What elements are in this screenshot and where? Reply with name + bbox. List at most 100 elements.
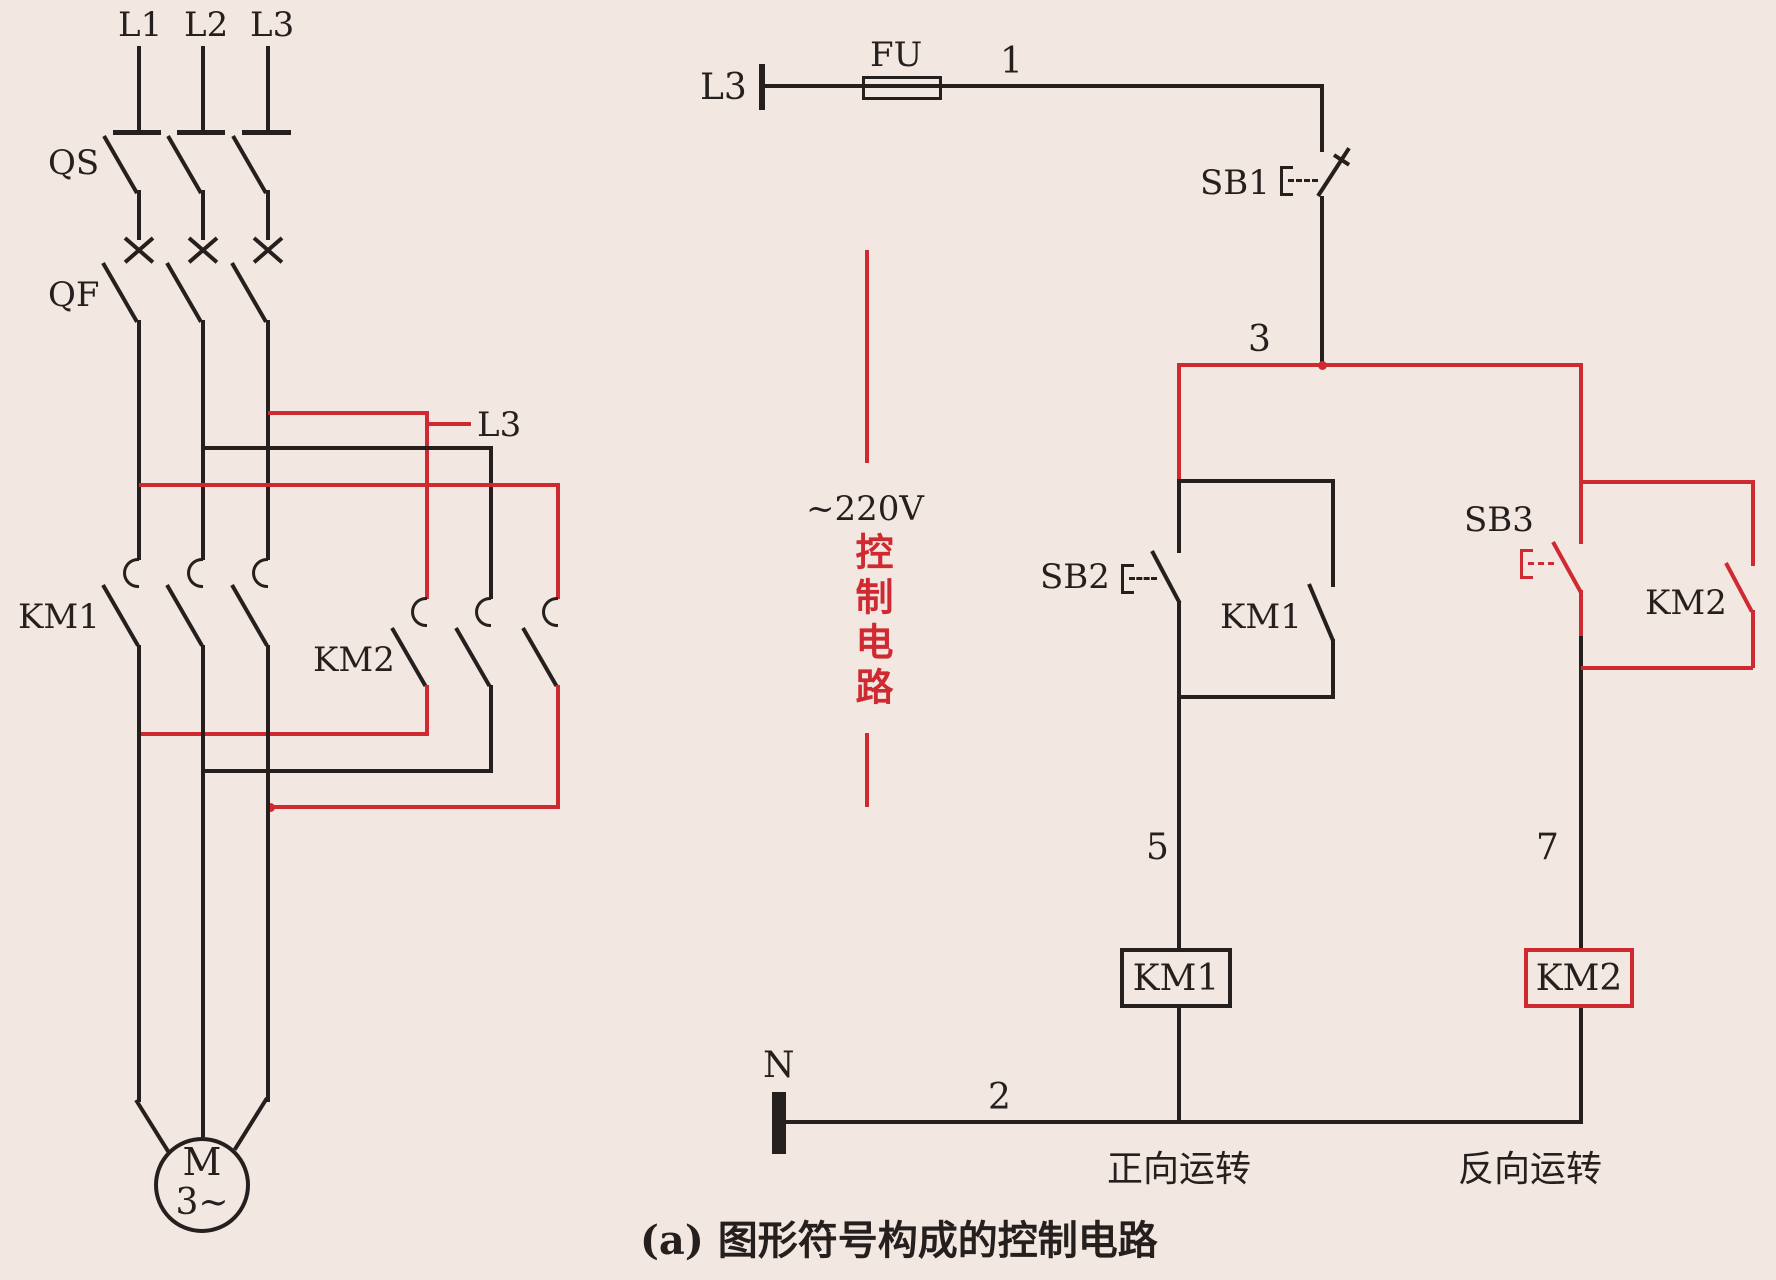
km2-main-label: KM2 bbox=[313, 640, 395, 680]
sb2-actuator-link bbox=[1129, 577, 1157, 580]
km1-holding-contact-label: KM1 bbox=[1220, 597, 1302, 637]
neutral-rail bbox=[786, 1120, 1583, 1124]
wire-segment bbox=[1331, 639, 1335, 699]
reverse-wire bbox=[139, 732, 427, 736]
fu-label: FU bbox=[870, 35, 923, 75]
sb3-label: SB3 bbox=[1464, 500, 1534, 540]
motor-phase-mark: 3~ bbox=[175, 1182, 229, 1223]
reverse-wire bbox=[268, 805, 558, 809]
km2-contact-blade bbox=[390, 627, 428, 688]
wire-segment bbox=[1579, 1008, 1583, 1122]
km1-coil-label: KM1 bbox=[1132, 957, 1220, 999]
km1-contact-arc bbox=[123, 558, 139, 588]
control-wire-red bbox=[1581, 666, 1753, 670]
reverse-wire bbox=[139, 483, 560, 487]
reverse-wire bbox=[425, 685, 429, 736]
km1-contact-arc bbox=[187, 558, 203, 588]
reverse-wire bbox=[268, 411, 429, 415]
wire-segment bbox=[489, 448, 493, 599]
sb2-label: SB2 bbox=[1040, 557, 1110, 597]
reverse-tap-l3-label: L3 bbox=[477, 405, 522, 445]
wire-segment bbox=[1320, 196, 1324, 367]
figure-caption: (a) 图形符号构成的控制电路 bbox=[640, 1217, 1158, 1264]
neutral-label: N bbox=[763, 1045, 795, 1086]
wire-segment bbox=[201, 190, 205, 240]
km2-coil-label: KM2 bbox=[1535, 957, 1623, 999]
wire-segment bbox=[137, 645, 141, 1102]
wire-segment bbox=[762, 84, 1322, 88]
wire-segment bbox=[137, 46, 141, 132]
sb3-actuator-icon bbox=[1520, 549, 1533, 579]
wire-segment bbox=[1177, 601, 1181, 699]
wire-segment bbox=[489, 685, 493, 773]
km2-contact-arc bbox=[411, 597, 427, 627]
wire-segment bbox=[266, 46, 270, 132]
sb1-actuator-icon bbox=[1280, 166, 1293, 196]
km1-coil: KM1 bbox=[1120, 948, 1232, 1008]
wire-segment bbox=[1331, 483, 1335, 587]
km2-holding-blade bbox=[1724, 562, 1754, 613]
section-bracket-line bbox=[865, 733, 869, 807]
phase-l1-label: L1 bbox=[118, 5, 163, 45]
qf-label: QF bbox=[48, 275, 100, 315]
km2-contact-blade bbox=[521, 627, 559, 688]
phase-l3-label: L3 bbox=[250, 5, 295, 45]
node-2-label: 2 bbox=[988, 1077, 1011, 1118]
reverse-wire bbox=[425, 411, 429, 599]
section-label: 控制电路 bbox=[849, 532, 894, 712]
control-wire-red bbox=[1751, 480, 1755, 566]
reverse-run-caption: 反向运转 bbox=[1458, 1149, 1603, 1190]
sb2-actuator-icon bbox=[1121, 564, 1134, 594]
control-wire-red bbox=[1579, 590, 1583, 636]
wire-segment bbox=[1177, 695, 1335, 699]
km2-contact-blade bbox=[454, 627, 492, 688]
qs-contact-bar bbox=[113, 130, 161, 135]
forward-run-caption: 正向运转 bbox=[1107, 1149, 1252, 1190]
qs-contact-bar bbox=[177, 130, 225, 135]
node-3-label: 3 bbox=[1248, 319, 1271, 360]
motor-letter: M bbox=[182, 1140, 222, 1184]
neutral-terminal-bar bbox=[772, 1092, 786, 1154]
control-supply-l3-label: L3 bbox=[700, 67, 747, 108]
km1-main-label: KM1 bbox=[18, 597, 100, 637]
km1-contact-blade bbox=[230, 584, 269, 647]
qf-blade bbox=[101, 262, 139, 323]
qs-contact-bar bbox=[242, 130, 291, 135]
km1-contact-blade bbox=[101, 584, 140, 647]
wire-segment bbox=[203, 446, 493, 450]
wire-segment bbox=[1177, 1008, 1181, 1122]
section-bracket-line bbox=[865, 250, 869, 463]
motor-circle bbox=[154, 1137, 250, 1233]
wire-segment bbox=[266, 320, 270, 560]
wire-segment bbox=[1320, 84, 1324, 152]
sb1-actuator-link bbox=[1288, 179, 1318, 182]
wire-segment bbox=[137, 190, 141, 240]
km2-holding-contact-label: KM2 bbox=[1645, 583, 1727, 623]
reverse-wire bbox=[556, 685, 560, 809]
wire-segment bbox=[266, 645, 270, 1102]
km1-contact-arc bbox=[252, 558, 268, 588]
control-wire-red bbox=[1579, 363, 1583, 484]
junction-dot bbox=[1318, 361, 1327, 370]
qf-blade bbox=[165, 262, 203, 323]
wire-segment bbox=[201, 46, 205, 132]
wire-segment bbox=[201, 645, 205, 1137]
wire-segment bbox=[203, 769, 491, 773]
qf-blade bbox=[230, 262, 268, 323]
qs-blade bbox=[231, 135, 268, 195]
control-wire-red bbox=[1751, 610, 1755, 668]
qs-label: QS bbox=[48, 143, 100, 183]
control-wire-red bbox=[1581, 480, 1753, 484]
voltage-label: ~220V bbox=[806, 489, 924, 529]
fuse-body bbox=[862, 76, 942, 100]
wire-segment bbox=[137, 320, 141, 560]
reverse-wire bbox=[556, 485, 560, 599]
wire-segment bbox=[1177, 699, 1181, 950]
junction-dot bbox=[266, 803, 275, 812]
km2-coil: KM2 bbox=[1524, 948, 1634, 1008]
node-1-label: 1 bbox=[1000, 41, 1023, 82]
control-wire-red bbox=[1579, 484, 1583, 544]
wire-segment bbox=[1177, 483, 1181, 553]
wire-segment bbox=[1579, 636, 1583, 950]
km1-holding-blade bbox=[1307, 583, 1336, 642]
